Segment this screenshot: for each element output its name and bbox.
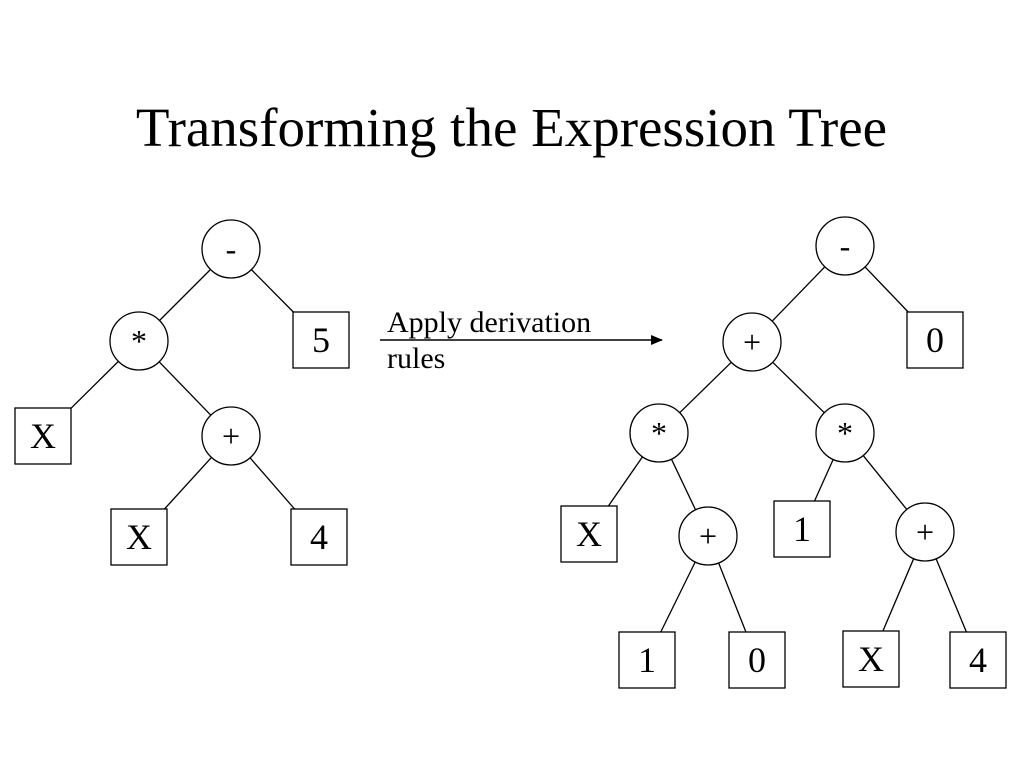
operand-node-box [110, 508, 168, 566]
operand-node-box [560, 505, 618, 563]
operator-node: + [201, 406, 261, 466]
operand-node: 0 [906, 311, 964, 369]
operator-node-circle [815, 403, 875, 463]
operand-node-box [618, 631, 676, 689]
operator-node-circle [109, 311, 169, 371]
operator-node-circle [895, 502, 955, 562]
node-label: 1 [638, 640, 656, 680]
operator-node: - [815, 216, 875, 276]
node-label: 4 [310, 517, 328, 557]
tree-edge [864, 266, 909, 313]
operand-node-box [14, 407, 72, 465]
operand-node: 0 [728, 631, 786, 689]
node-label: X [576, 514, 602, 554]
arrow-label-line-2: rules [387, 342, 446, 375]
operator-node: + [895, 502, 955, 562]
operator-node-circle [678, 506, 738, 566]
operand-node: X [14, 407, 72, 465]
tree-edge [158, 361, 212, 416]
operator-node: + [722, 312, 782, 372]
tree-edge [813, 459, 834, 502]
node-label: X [30, 416, 56, 456]
operator-node-circle [722, 312, 782, 372]
node-label: * [131, 323, 147, 359]
operator-node: - [201, 219, 261, 279]
operand-node-box [292, 311, 350, 369]
operator-node: + [678, 506, 738, 566]
tree-edge [679, 361, 732, 414]
node-label: 0 [748, 640, 766, 680]
operand-node: 4 [949, 631, 1007, 689]
operator-node-circle [201, 406, 261, 466]
tree-edge [249, 457, 296, 510]
tree-edge [607, 456, 644, 507]
node-label: X [126, 517, 152, 557]
operand-node: 4 [290, 508, 348, 566]
slide-title: Transforming the Expression Tree [135, 97, 888, 158]
operator-node-circle [201, 219, 261, 279]
operator-node: * [815, 403, 875, 463]
operator-node: * [109, 311, 169, 371]
node-label: + [699, 518, 717, 554]
operator-node-circle [629, 403, 689, 463]
operand-node: X [842, 630, 900, 688]
operand-node: 1 [773, 500, 831, 558]
tree-edge [771, 266, 826, 322]
operand-node-box [906, 311, 964, 369]
node-label: * [837, 415, 853, 451]
tree-edge [660, 561, 696, 633]
tree-edges [70, 266, 968, 633]
tree-edge [159, 269, 211, 321]
node-label: 1 [793, 509, 811, 549]
tree-edge [935, 558, 968, 633]
tree-edge [670, 458, 697, 511]
arrow-label: Apply derivation rules [387, 305, 591, 377]
tree-edge [70, 360, 119, 409]
operator-node-circle [815, 216, 875, 276]
tree-edge [862, 455, 908, 510]
operand-node-box [773, 500, 831, 558]
tree-edge [250, 269, 294, 313]
tree-edge [718, 562, 747, 633]
operand-node-box [842, 630, 900, 688]
node-label: + [743, 324, 761, 360]
operator-node: * [629, 403, 689, 463]
node-label: 4 [969, 640, 987, 680]
operand-node: 5 [292, 311, 350, 369]
operand-node-box [290, 508, 348, 566]
tree-edge [164, 457, 212, 510]
arrow-label-line-1: Apply derivation [387, 306, 592, 339]
node-label: X [858, 639, 884, 679]
operand-node-box [949, 631, 1007, 689]
tree-edge [882, 558, 915, 632]
tree-edge [772, 361, 825, 414]
node-label: 5 [312, 320, 330, 360]
operand-node: X [560, 505, 618, 563]
operand-node: X [110, 508, 168, 566]
node-label: - [226, 231, 237, 267]
operand-node-box [728, 631, 786, 689]
operand-node: 1 [618, 631, 676, 689]
node-label: * [651, 415, 667, 451]
node-label: 0 [926, 320, 944, 360]
node-label: + [916, 514, 934, 550]
node-label: + [222, 418, 240, 454]
node-label: - [840, 228, 851, 264]
